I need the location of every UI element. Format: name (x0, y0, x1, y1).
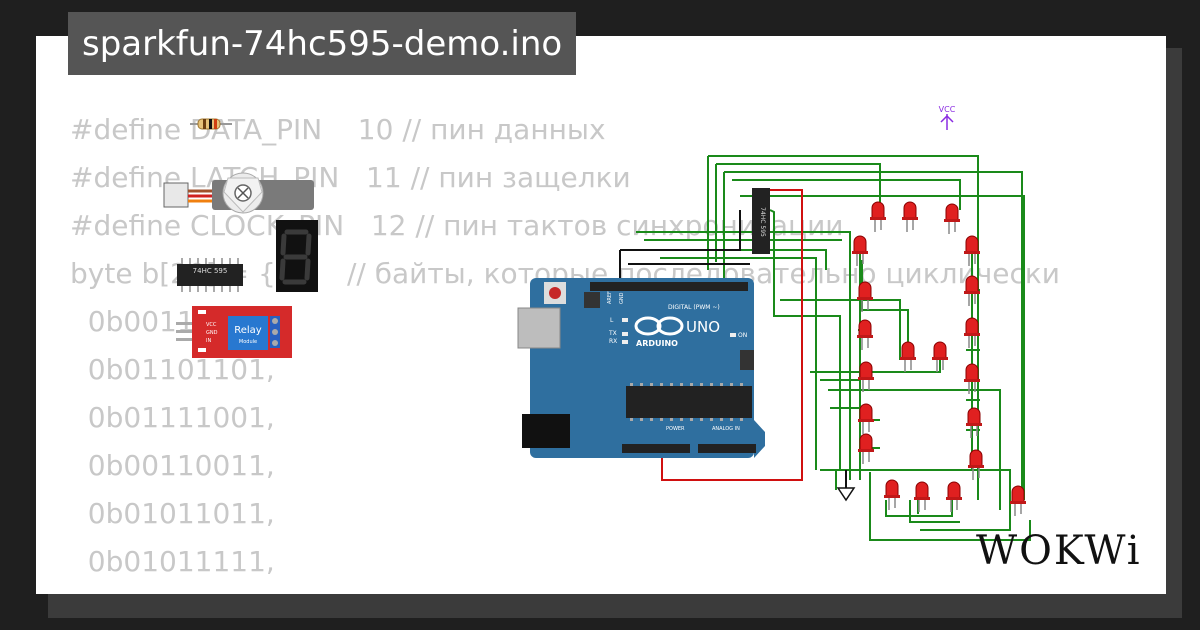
svg-text:GND: GND (206, 330, 218, 336)
code-line: #define CLOCK_PIN 12 // пин тактов синхр… (70, 209, 844, 242)
chip-label: 74HC 595 (193, 267, 228, 275)
code-line: 0b01011011, (70, 497, 275, 530)
arduino-uno[interactable]: DIGITAL (PWM ~) AREF GND L TX RX ON UNO … (517, 278, 765, 458)
digital-header (590, 282, 748, 291)
code-line: 0b01011111, (70, 545, 275, 578)
led[interactable] (869, 201, 887, 233)
code-line: 0b00110011, (70, 449, 275, 482)
arduino-logo: UNO ARDUINO (634, 316, 720, 348)
svg-text:74HC 595: 74HC 595 (759, 207, 766, 237)
analog-header (698, 444, 756, 453)
led[interactable] (913, 481, 931, 513)
svg-text:VCC: VCC (206, 322, 217, 328)
led[interactable] (943, 203, 961, 235)
green-wires (636, 155, 1031, 541)
svg-text:AREF: AREF (607, 291, 613, 304)
svg-text:GND: GND (619, 292, 625, 304)
led[interactable] (1009, 485, 1027, 517)
power-jack (522, 414, 570, 448)
svg-text:IN: IN (206, 338, 211, 344)
led[interactable] (967, 449, 985, 481)
code-preview: #define DATA_PIN 10 // пин данных #define… (70, 106, 1060, 586)
seven-segment-display[interactable] (276, 220, 318, 292)
wokwi-logo: WOKWi (976, 528, 1142, 574)
project-filename: sparkfun-74hc595-demo.ino (82, 23, 563, 64)
shift-register-74hc595[interactable]: 74HC 595 (752, 188, 770, 254)
ground-symbol[interactable] (836, 487, 856, 502)
code-line: #define DATA_PIN 10 // пин данных (70, 113, 606, 146)
shift-register-chip[interactable]: 74HC 595 (177, 258, 243, 292)
vcc-label: VCC (939, 105, 956, 114)
board-brand: ARDUINO (636, 339, 678, 348)
vcc-symbol[interactable]: VCC (939, 105, 956, 130)
svg-text:ANALOG IN: ANALOG IN (712, 426, 740, 432)
code-line: 0b01101101, (70, 353, 275, 386)
led[interactable] (899, 341, 917, 373)
usb-port (517, 307, 561, 349)
reset-button[interactable] (549, 287, 561, 299)
svg-text:ON: ON (738, 332, 747, 339)
servo-motor[interactable] (163, 172, 314, 214)
svg-text:L: L (610, 317, 614, 324)
relay-sublabel: Module (239, 339, 257, 345)
relay-module[interactable]: Relay Module VCC GND IN (176, 306, 292, 358)
resistor[interactable] (190, 118, 232, 130)
power-header (622, 444, 690, 453)
led[interactable] (965, 407, 983, 439)
board-model: UNO (686, 318, 720, 336)
svg-text:RX: RX (609, 338, 617, 345)
red-wires (661, 189, 803, 481)
code-line: 0b01111001, (70, 401, 275, 434)
microcontroller-chip (626, 386, 752, 418)
svg-text:TX: TX (608, 330, 617, 337)
svg-text:POWER: POWER (666, 426, 685, 432)
black-wires (619, 210, 847, 488)
project-title-box: sparkfun-74hc595-demo.ino (68, 12, 577, 75)
led[interactable] (901, 201, 919, 233)
relay-label: Relay (234, 325, 262, 336)
led[interactable] (945, 481, 963, 513)
digital-label: DIGITAL (PWM ~) (668, 304, 720, 311)
